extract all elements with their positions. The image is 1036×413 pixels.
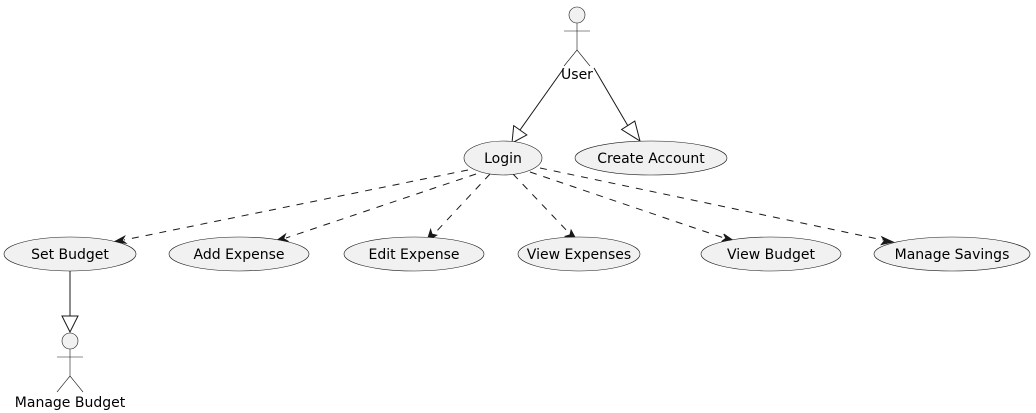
use-case-set-budget[interactable]: Set Budget <box>3 236 137 272</box>
use-case-manage-savings[interactable]: Manage Savings <box>873 236 1031 272</box>
edge-user-create-account <box>593 67 641 143</box>
edge-login-add-expense <box>274 173 477 242</box>
edge-login-edit-expense <box>426 173 491 243</box>
use-case-create-account-label: Create Account <box>597 151 705 167</box>
use-case-edit-expense[interactable]: Edit Expense <box>343 236 485 272</box>
edge-login-manage-savings <box>539 167 895 246</box>
actor-manage-budget-label: Manage Budget <box>15 395 126 411</box>
use-case-view-budget[interactable]: View Budget <box>700 236 842 272</box>
edge-user-login <box>511 67 565 144</box>
use-case-add-expense-label: Add Expense <box>194 247 285 263</box>
use-case-manage-savings-label: Manage Savings <box>895 247 1010 263</box>
use-case-view-expenses-label: View Expenses <box>527 247 631 263</box>
use-case-add-expense[interactable]: Add Expense <box>168 236 310 272</box>
actor-manage-budget[interactable]: Manage Budget <box>15 332 126 411</box>
use-case-create-account[interactable]: Create Account <box>574 140 728 176</box>
actor-stick-figure-icon <box>56 332 84 393</box>
edge-set-budget-manage-budget <box>61 270 79 334</box>
use-case-set-budget-label: Set Budget <box>31 247 109 263</box>
use-case-login[interactable]: Login <box>463 140 543 176</box>
use-case-view-budget-label: View Budget <box>727 247 816 263</box>
edge-login-view-expenses <box>512 173 579 242</box>
use-case-view-expenses[interactable]: View Expenses <box>517 236 641 272</box>
actor-stick-figure-icon <box>563 6 591 67</box>
use-case-edit-expense-label: Edit Expense <box>369 247 460 263</box>
actor-user-label: User <box>561 67 593 83</box>
edge-login-set-budget <box>112 169 469 244</box>
edge-login-view-budget <box>529 171 736 242</box>
use-case-login-label: Login <box>484 151 522 167</box>
actor-user[interactable]: User <box>561 6 593 83</box>
